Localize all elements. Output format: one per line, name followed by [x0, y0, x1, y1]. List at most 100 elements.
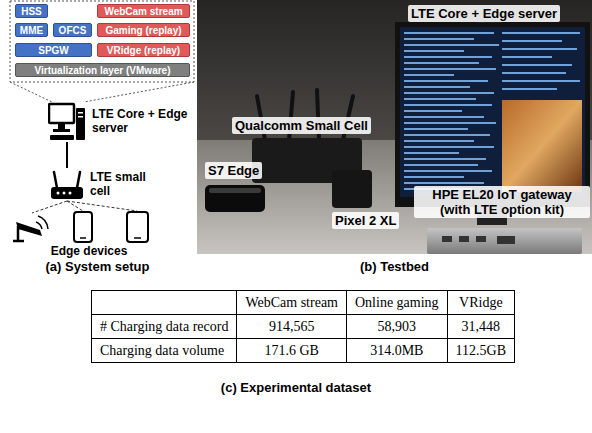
- component-box: Virtualization layer (VMware): [15, 63, 190, 77]
- iot-gateway: [427, 228, 582, 254]
- rect-shape: [404, 32, 494, 34]
- rect-shape: [497, 236, 515, 244]
- rect-shape: [502, 88, 557, 90]
- router-body: [51, 187, 83, 199]
- video-frame: [502, 100, 582, 192]
- component-box: VRidge (replay): [97, 43, 190, 57]
- router-led: [57, 192, 60, 195]
- photo-label: LTE Core + Edge server: [408, 5, 560, 22]
- rect-shape: [404, 98, 476, 100]
- photo-label: S7 Edge: [205, 162, 262, 179]
- wifi-arc: [38, 216, 48, 229]
- router-led: [63, 192, 66, 195]
- device-node: LTE small cell: [50, 168, 152, 200]
- rect-shape: [476, 236, 486, 242]
- box-label: Virtualization layer (VMware): [35, 65, 171, 76]
- rect-shape: [502, 80, 580, 82]
- table-cell: WebCam stream: [237, 291, 347, 315]
- photo-label: Pixel 2 XL: [332, 212, 399, 229]
- component-box: HSS: [15, 4, 48, 18]
- phone-reflection: [209, 188, 261, 193]
- table-cell: VRidge: [447, 291, 514, 315]
- zoom-box: [10, 1, 194, 82]
- rect-shape: [404, 110, 462, 112]
- monitor-frame: [49, 104, 74, 123]
- phone-body: [74, 212, 92, 242]
- cell-text: 171.6 GB: [264, 343, 318, 358]
- node-text: LTE Core + Edge server: [92, 107, 192, 135]
- rect-shape: [404, 176, 464, 178]
- panel-caption: (b) Testbed: [197, 259, 592, 275]
- table-row: # Charging data record 914,565 58,903 31,44…: [92, 315, 515, 339]
- photo-label: HPE EL20 IoT gateway (with LTE option ki…: [414, 186, 590, 218]
- cell-text: 58,903: [378, 319, 417, 334]
- rect-shape: [404, 170, 492, 172]
- cell-text: 314.0MB: [370, 343, 423, 358]
- tablet-button: [134, 237, 141, 239]
- cell-text: 31,448: [462, 319, 501, 334]
- rect-shape: [404, 152, 459, 154]
- rect-shape: [404, 140, 474, 142]
- box-label: OFCS: [59, 25, 87, 36]
- cell-text: # Charging data record: [100, 319, 228, 334]
- s7-phone: [205, 185, 265, 212]
- rect-shape: [404, 62, 479, 64]
- cell-text: WebCam stream: [245, 295, 338, 310]
- rect-shape: [502, 56, 552, 58]
- table-cell: # Charging data record: [92, 315, 237, 339]
- node-label: LTE small cell: [90, 170, 152, 198]
- component-box: Gaming (replay): [97, 23, 190, 37]
- wireless-link: [67, 201, 83, 211]
- table-cell: 31,448: [447, 315, 514, 339]
- table-row: WebCam streamOnline gamingVRidge: [92, 291, 515, 315]
- box-label: WebCam stream: [104, 6, 182, 17]
- table-cell: 914,565: [237, 315, 347, 339]
- wireless-link: [67, 201, 137, 211]
- box-label: Gaming (replay): [105, 25, 181, 36]
- panel-caption: (c) Experimental dataset: [0, 380, 592, 396]
- rect-shape: [404, 182, 484, 184]
- rect-shape: [404, 44, 499, 46]
- wifi-arc: [36, 222, 42, 229]
- table-cell: 171.6 GB: [237, 339, 347, 363]
- table-cell: [92, 291, 237, 315]
- antenna: [77, 172, 80, 188]
- rect-shape: [404, 74, 454, 76]
- rect-shape: [502, 40, 562, 42]
- rect-shape: [404, 80, 488, 82]
- rect-shape: [404, 164, 478, 166]
- table-cell: 314.0MB: [347, 339, 448, 363]
- table-cell: Charging data volume: [92, 339, 237, 363]
- rect-shape: [404, 56, 492, 58]
- component-box: MME: [15, 23, 48, 37]
- rect-shape: [404, 68, 496, 70]
- rect-shape: [404, 86, 470, 88]
- tablet-body: [127, 212, 148, 242]
- pc-tower: [76, 108, 85, 140]
- antenna: [54, 172, 57, 188]
- component-box: WebCam stream: [97, 4, 190, 18]
- computer-icon: [48, 100, 86, 142]
- rect-shape: [404, 38, 474, 40]
- node-label: LTE Core + Edge server: [92, 107, 192, 135]
- link-line: [66, 142, 68, 168]
- rect-shape: [502, 48, 577, 50]
- cell-text: 914,565: [269, 319, 315, 334]
- monitor-bezel: [395, 22, 590, 207]
- tablet-icon: [127, 212, 148, 242]
- box-label: HSS: [21, 6, 42, 17]
- camera-icon: [13, 216, 48, 241]
- rect-shape: [404, 134, 490, 136]
- table-body: WebCam streamOnline gamingVRidge# Chargi…: [92, 291, 515, 363]
- rect-shape: [442, 236, 452, 242]
- rect-shape: [404, 158, 486, 160]
- table-cell: 58,903: [347, 315, 448, 339]
- camera-base: [13, 240, 24, 243]
- box-label: VRidge (replay): [107, 45, 180, 56]
- rect-shape: [404, 128, 468, 130]
- rect-shape: [502, 72, 566, 74]
- group-label: Edge devices: [40, 244, 138, 258]
- drive-slot: [78, 112, 83, 114]
- zoom-line: [84, 82, 194, 102]
